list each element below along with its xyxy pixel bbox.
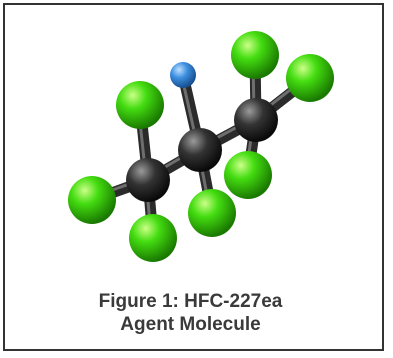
fluorine-atom-f6	[286, 54, 334, 102]
carbon-atom-c1	[126, 158, 170, 202]
molecule-diagram	[68, 31, 334, 262]
fluorine-atom-f5	[231, 31, 279, 79]
fluorine-atom-f4	[188, 189, 236, 237]
fluorine-atom-f3	[129, 214, 177, 262]
carbon-atom-c3	[234, 98, 278, 142]
fluorine-atom-f2	[68, 176, 116, 224]
fluorine-atom-f1	[116, 81, 164, 129]
figure-caption: Figure 1: HFC-227ea Agent Molecule	[0, 290, 381, 336]
atom-layer	[68, 31, 334, 262]
fluorine-atom-f7	[224, 151, 272, 199]
carbon-atom-c2	[178, 128, 222, 172]
hydrogen-atom-h1	[170, 62, 196, 88]
caption-line-1: Figure 1: HFC-227ea	[98, 291, 283, 312]
caption-line-2: Agent Molecule	[120, 314, 261, 335]
